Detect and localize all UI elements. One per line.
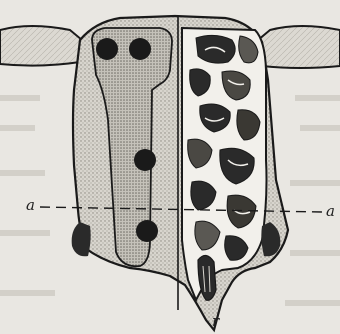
- marker-dot-4: [136, 220, 158, 242]
- marker-dot-2: [129, 38, 151, 60]
- label-section-right: a: [326, 202, 335, 220]
- left-orbit: [72, 222, 91, 256]
- label-bottom: r: [212, 312, 220, 330]
- marker-dot-3: [134, 149, 156, 171]
- right-horn: [258, 26, 340, 68]
- left-horn: [0, 26, 82, 66]
- label-section-left: a: [26, 196, 35, 214]
- marker-dot-1: [96, 38, 118, 60]
